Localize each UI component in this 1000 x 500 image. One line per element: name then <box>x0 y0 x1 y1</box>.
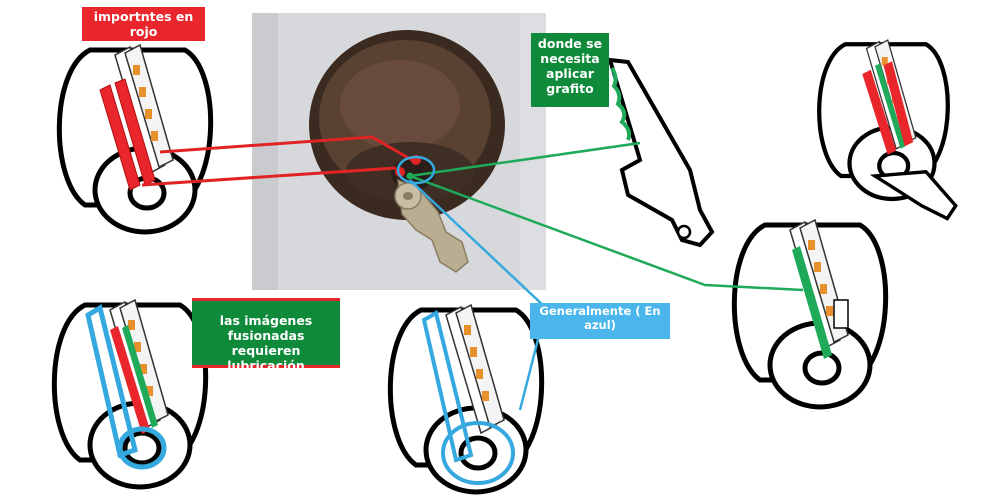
graphite-label: donde se necesita aplicar grafito <box>531 33 609 107</box>
key-icon <box>607 57 715 248</box>
deadbolt-photo <box>252 13 546 290</box>
generally-blue-label: Generalmente ( En azul) <box>530 303 670 339</box>
lock-cylinder-icon <box>59 45 210 232</box>
lock-cylinder-icon <box>54 300 205 487</box>
important-red-label: importntes en rojo <box>82 7 205 41</box>
lock-cylinder-icon <box>819 40 958 221</box>
red-callout-lines <box>141 135 421 187</box>
fused-images-label: las imágenes fusionadas requieren lubric… <box>192 298 340 373</box>
lock-cylinder-icon <box>734 220 885 407</box>
lock-cylinder-icon <box>390 305 541 492</box>
green-callout-lines <box>406 141 804 292</box>
